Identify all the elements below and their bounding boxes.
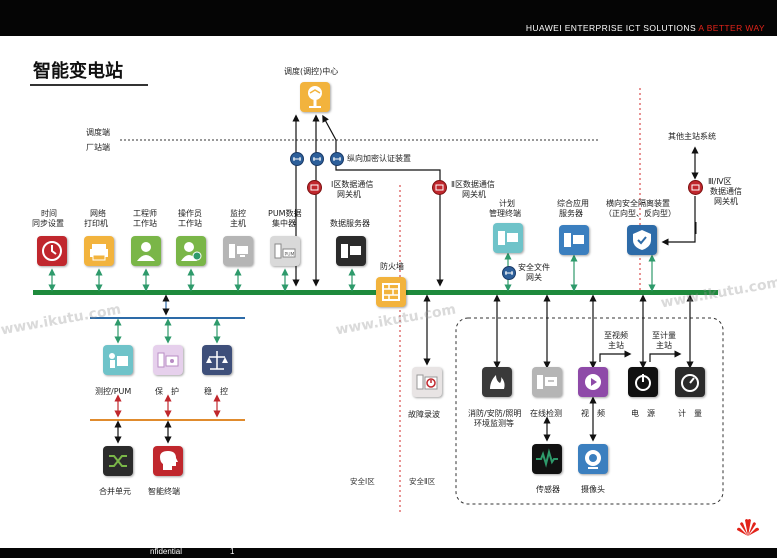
device-label-time-1: 时间 — [41, 209, 57, 218]
safe-zone2-label: 安全Ⅱ区 — [409, 477, 436, 486]
process-label-merging: 合并单元 — [99, 487, 131, 496]
zone2-label-fire-2: 环境监测等 — [474, 419, 514, 428]
brand-text: HUAWEI ENTERPRISE ICT SOLUTIONS A BETTER… — [526, 23, 765, 33]
zone34-gateway-icon — [688, 180, 703, 195]
fire-safety-icon — [482, 367, 512, 397]
zone34-gateway-label-3: 网关机 — [714, 197, 738, 206]
fault-recorder-icon — [412, 367, 442, 397]
video-icon — [578, 367, 608, 397]
vertical-auth-device-3 — [330, 152, 344, 166]
zone1-gateway-label-1: Ⅰ区数据通信 — [331, 180, 374, 189]
footer-confidential: nfidential — [150, 547, 183, 556]
metering-icon — [675, 367, 705, 397]
fault-recorder-label: 故障录波 — [408, 410, 440, 419]
process-label-smart-terminal: 智能终端 — [148, 487, 180, 496]
dispatch-center-label: 调度(调控)中心 — [284, 67, 339, 76]
vertical-auth-device-1 — [290, 152, 304, 166]
online-detect-icon — [532, 367, 562, 397]
firewall-icon — [376, 277, 406, 307]
device-label-engineer-2: 工作站 — [133, 219, 157, 228]
zone2-gateway-label-1: Ⅱ区数据通信 — [451, 180, 495, 189]
header-bar: HUAWEI ENTERPRISE ICT SOLUTIONS A BETTER… — [0, 0, 777, 36]
title-underline — [30, 84, 148, 86]
zone2-label-video: 视 频 — [581, 409, 605, 418]
merging-unit-icon — [103, 446, 133, 476]
monitor-host-icon — [223, 236, 253, 266]
smart-terminal-icon — [153, 446, 183, 476]
engineer-icon — [131, 236, 161, 266]
clock-icon — [37, 236, 67, 266]
to-metering-station-1: 至计量 — [652, 331, 676, 340]
zone2-label-power: 电 源 — [631, 409, 655, 418]
measure-control-icon — [103, 345, 133, 375]
dispatch-end-label: 调度端 — [86, 128, 110, 137]
huawei-logo-icon — [737, 519, 759, 536]
device-label-printer-2: 打印机 — [84, 219, 108, 228]
device-label-operator-2: 工作站 — [178, 219, 202, 228]
zone2-label-fire-1: 消防/安防/照明 — [468, 409, 522, 418]
secure-file-gateway-label-1: 安全文件 — [518, 263, 550, 272]
device-label-engineer-1: 工程师 — [133, 209, 157, 218]
zone34-gateway-label-1: Ⅲ/Ⅳ区 — [708, 177, 732, 186]
bay-label-measure: 测控/PUM — [95, 387, 132, 396]
footer-bar: nfidential 1 — [0, 547, 777, 558]
zone34-gateway-label-2: 数据通信 — [710, 187, 742, 196]
camera-icon — [578, 444, 608, 474]
firewall-label: 防火墙 — [380, 262, 404, 271]
station-end-label: 厂站端 — [86, 143, 110, 152]
device-label-pum-2: 集中器 — [272, 219, 296, 228]
secure-file-gateway-label-2: 网关 — [526, 273, 542, 282]
camera-label: 摄像头 — [581, 485, 605, 494]
sensor-label: 传感器 — [536, 485, 560, 494]
zone2-label-metering: 计 量 — [678, 409, 702, 418]
pum-concentrator-icon: PUM — [270, 236, 300, 266]
to-metering-station-2: 主站 — [656, 341, 672, 350]
brand-main: HUAWEI ENTERPRISE ICT SOLUTIONS — [525, 23, 697, 33]
operator-icon — [176, 236, 206, 266]
plan-terminal-label-1: 计划 — [499, 199, 515, 208]
isolation-label-2: （正向型、反向型） — [604, 209, 676, 218]
app-server-icon — [559, 225, 589, 255]
brand-accent: A BETTER WAY — [698, 23, 765, 33]
device-label-monitor-2: 主机 — [230, 219, 246, 228]
vertical-auth-device-2 — [310, 152, 324, 166]
stability-control-icon — [202, 345, 232, 375]
data-server-label: 数据服务器 — [330, 219, 370, 228]
svg-text:PUM: PUM — [285, 252, 295, 258]
app-server-label-1: 综合应用 — [557, 199, 589, 208]
secure-file-gateway-icon — [502, 266, 516, 280]
plan-terminal-icon — [493, 223, 523, 253]
vertical-auth-label: 纵向加密认证装置 — [347, 154, 411, 163]
station-bus — [33, 290, 718, 295]
data-server-icon — [336, 236, 366, 266]
printer-icon — [84, 236, 114, 266]
device-label-time-2: 同步设置 — [32, 219, 64, 228]
other-stations-label: 其他主站系统 — [668, 132, 716, 141]
sensor-icon — [532, 444, 562, 474]
zone1-gateway-label-2: 网关机 — [337, 190, 361, 199]
isolation-device-icon — [627, 225, 657, 255]
bay-label-stability: 稳 控 — [204, 387, 228, 396]
device-label-operator-1: 操作员 — [178, 209, 202, 218]
protection-icon — [153, 345, 183, 375]
safe-zone1-label: 安全Ⅰ区 — [350, 477, 375, 486]
device-label-monitor-1: 监控 — [230, 209, 246, 218]
page-title: 智能变电站 — [33, 61, 123, 82]
isolation-label-1: 横向安全隔离装置 — [606, 199, 670, 208]
zone1-gateway-icon — [307, 180, 322, 195]
to-video-station-1: 至视频 — [604, 331, 628, 340]
plan-terminal-label-2: 管理终端 — [489, 209, 521, 218]
footer-page-number: 1 — [230, 547, 235, 556]
device-label-pum-1: PUM数据 — [268, 209, 302, 218]
bay-label-protection: 保 护 — [155, 387, 179, 396]
to-video-station-2: 主站 — [608, 341, 624, 350]
device-label-printer-1: 网络 — [90, 209, 106, 218]
zone2-label-online: 在线检测 — [530, 409, 562, 418]
power-icon — [628, 367, 658, 397]
dispatch-center-icon — [300, 82, 330, 112]
app-server-label-2: 服务器 — [559, 209, 583, 218]
zone2-gateway-icon — [432, 180, 447, 195]
zone2-gateway-label-2: 网关机 — [462, 190, 486, 199]
